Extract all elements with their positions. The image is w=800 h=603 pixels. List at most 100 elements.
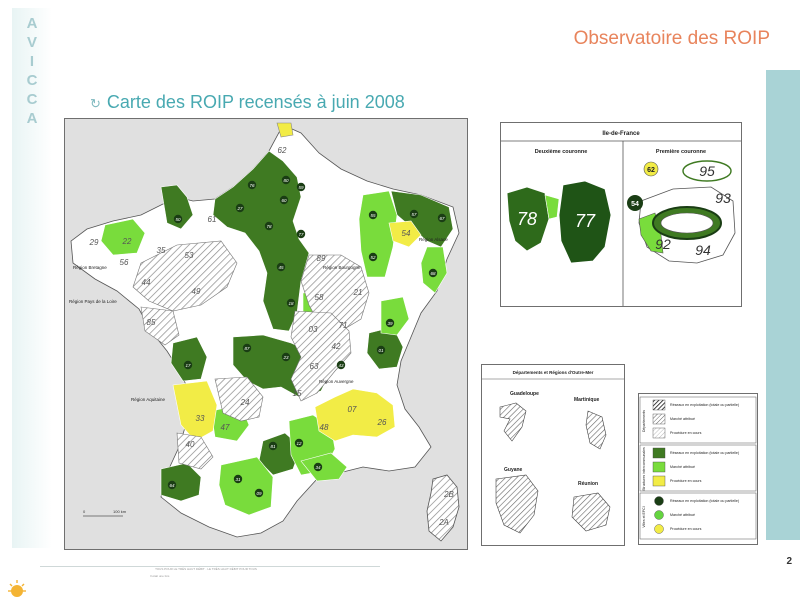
idf-panel: Ile-de-France Deuxième couronne Première… bbox=[500, 122, 742, 307]
region-midi-light bbox=[218, 456, 274, 516]
legend-group-name: Structures intercommunales bbox=[642, 447, 646, 491]
department-dot bbox=[281, 175, 291, 185]
department-marker: 47 bbox=[221, 423, 230, 432]
idf-label-54: 54 bbox=[631, 201, 639, 208]
department-dot bbox=[294, 438, 304, 448]
region-auvergne-hatched bbox=[290, 310, 352, 402]
department-code: 2B bbox=[443, 490, 454, 499]
footer-tagline: TOUS POUR LE TRÈS HAUT DÉBIT · LE TRÈS H… bbox=[155, 567, 257, 571]
department-marker: 87 bbox=[242, 343, 252, 353]
map-title: Carte des ROIP recensés à juin 2008 bbox=[106, 92, 405, 112]
idf-label-78: 78 bbox=[517, 209, 537, 229]
department-marker: 17 bbox=[183, 360, 193, 370]
department-code: 29 bbox=[89, 238, 99, 247]
department-code: 33 bbox=[196, 414, 205, 423]
department-marker: 12 bbox=[294, 438, 304, 448]
department-marker: 42 bbox=[332, 342, 341, 351]
department-code: 57 bbox=[411, 212, 417, 217]
department-marker: 09 bbox=[254, 488, 264, 498]
sun-logo-icon bbox=[6, 578, 28, 600]
legend-item-label: Procédure en cours bbox=[670, 479, 702, 483]
department-code: 40 bbox=[186, 440, 195, 449]
department-marker: 77 bbox=[296, 229, 306, 239]
department-code: 50 bbox=[175, 217, 181, 222]
department-code: 22 bbox=[122, 237, 132, 246]
department-code: 63 bbox=[310, 362, 319, 371]
legend-swatch bbox=[652, 461, 666, 473]
legend-item-label: Réseaux en exploitation (totale ou parti… bbox=[670, 499, 739, 503]
page-number: 2 bbox=[786, 556, 792, 567]
idf-paris-center bbox=[660, 212, 714, 234]
department-marker: 26 bbox=[377, 418, 387, 427]
department-dot bbox=[264, 221, 274, 231]
legend-group-box bbox=[639, 492, 757, 540]
department-code: 23 bbox=[282, 355, 289, 360]
label-pays-loire: Région Pays de la Loire bbox=[69, 299, 117, 304]
department-marker: 57 bbox=[409, 209, 419, 219]
legend-swatch bbox=[652, 399, 666, 411]
department-marker: 33 bbox=[196, 414, 205, 423]
department-code: 67 bbox=[439, 216, 445, 221]
department-code: 60 bbox=[281, 198, 287, 203]
department-marker: 53 bbox=[185, 251, 194, 260]
brand-letter: C bbox=[26, 72, 38, 89]
legend-group-name: Départements bbox=[642, 410, 646, 432]
legend-item-label: Marché attribué bbox=[670, 417, 695, 421]
dom-reunion-label: Réunion bbox=[578, 481, 598, 487]
department-code: 24 bbox=[240, 398, 250, 407]
department-dot bbox=[173, 214, 183, 224]
dom-map: Départements et Régions d'Outre-Mer Guad… bbox=[482, 370, 624, 534]
legend-swatch bbox=[652, 447, 666, 459]
department-code: 62 bbox=[278, 146, 287, 155]
department-code: 61 bbox=[208, 215, 217, 224]
legend-item-label: Réseaux en exploitation (totale ou parti… bbox=[670, 403, 739, 407]
department-marker: 48 bbox=[320, 423, 329, 432]
brand-letter: C bbox=[26, 91, 38, 108]
department-marker: 71 bbox=[339, 321, 348, 330]
department-code: 01 bbox=[378, 348, 384, 353]
department-code: 55 bbox=[370, 213, 376, 218]
department-dot bbox=[313, 462, 323, 472]
department-marker: 43 bbox=[336, 360, 346, 370]
department-marker: 59 bbox=[296, 182, 306, 192]
region-normandie-dark bbox=[160, 184, 194, 230]
brand-vertical-letters: A V I C C A bbox=[22, 14, 42, 128]
department-dot bbox=[376, 345, 386, 355]
dom-martinique-label: Martinique bbox=[574, 397, 599, 403]
department-marker: 07 bbox=[348, 405, 357, 414]
brand-letter: A bbox=[26, 110, 38, 127]
idf-95-ring bbox=[682, 160, 732, 182]
dom-reunion-shape bbox=[571, 492, 611, 532]
idf-label-95: 95 bbox=[699, 163, 715, 179]
region-landes-hatched bbox=[176, 432, 214, 470]
department-dot bbox=[296, 229, 306, 239]
legend-group-box bbox=[639, 444, 757, 492]
department-marker: 29 bbox=[89, 238, 99, 247]
idf-77 bbox=[558, 180, 612, 264]
department-code: 21 bbox=[353, 288, 363, 297]
department-code: 58 bbox=[315, 293, 324, 302]
department-marker: 58 bbox=[315, 293, 324, 302]
region-ouest-hatched bbox=[132, 240, 238, 312]
corsica-outline bbox=[426, 474, 460, 542]
department-code: 43 bbox=[338, 363, 344, 368]
department-code: 39 bbox=[387, 321, 393, 326]
idf-title: Ile-de-France bbox=[602, 131, 640, 137]
department-code: 26 bbox=[377, 418, 387, 427]
department-marker: 44 bbox=[142, 278, 151, 287]
department-code: 89 bbox=[317, 254, 326, 263]
region-dordogne-hatched bbox=[214, 376, 264, 422]
scale-label: 100 km bbox=[113, 509, 127, 514]
dom-panel: Départements et Régions d'Outre-Mer Guad… bbox=[481, 364, 625, 546]
footer-sub: Il était une fois bbox=[150, 574, 170, 578]
idf-label-92: 92 bbox=[655, 236, 671, 252]
department-dot bbox=[247, 180, 257, 190]
legend-swatch bbox=[654, 510, 664, 520]
department-marker: 80 bbox=[281, 175, 291, 185]
idf-label-93: 93 bbox=[715, 190, 731, 206]
idf-middle-light bbox=[544, 194, 560, 220]
department-code: 45 bbox=[278, 265, 284, 270]
department-code: 53 bbox=[185, 251, 194, 260]
